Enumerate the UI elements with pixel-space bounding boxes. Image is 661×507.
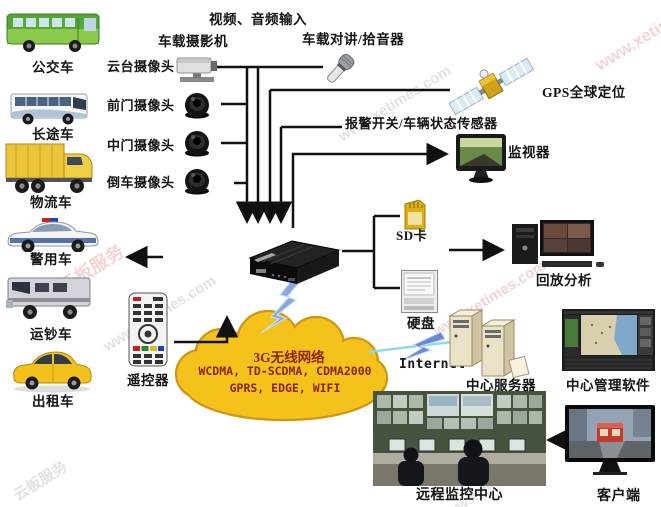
intercom-label: 车载对讲/拾音器 bbox=[302, 32, 405, 47]
control-room-photo bbox=[373, 391, 546, 491]
client-monitor-icon bbox=[565, 405, 657, 482]
truck-illustration bbox=[4, 138, 96, 201]
vehicle-camera-label: 车载摄影机 bbox=[158, 34, 228, 49]
vehicle-taxi-label: 出租车 bbox=[32, 394, 74, 409]
dome-camera-icon bbox=[182, 90, 212, 124]
sd-card-icon bbox=[403, 199, 427, 235]
vehicle-coach-label: 长途车 bbox=[32, 127, 74, 142]
ptz-camera-icon bbox=[176, 53, 218, 89]
playback-label: 回放分析 bbox=[536, 273, 592, 288]
mobile-dvr-icon bbox=[242, 234, 344, 295]
bus-illustration bbox=[5, 8, 101, 60]
remote-control-label: 遥控器 bbox=[127, 373, 169, 388]
vehicle-truck-label: 物流车 bbox=[30, 195, 72, 210]
playback-computer-icon bbox=[512, 218, 606, 277]
vehicle-cash-van-label: 运钞车 bbox=[30, 327, 72, 342]
wireless-bolt-icon bbox=[260, 271, 304, 334]
taxi-illustration bbox=[8, 340, 96, 398]
gps-satellite-icon bbox=[446, 54, 536, 123]
internet-link-line bbox=[367, 339, 461, 354]
dome-camera-icon bbox=[182, 128, 212, 162]
monitor-icon bbox=[456, 134, 508, 189]
coach-illustration bbox=[10, 86, 90, 131]
police-car-illustration bbox=[4, 212, 102, 257]
alarm-sensor-label: 报警开关/车辆状态传感器 bbox=[345, 116, 498, 131]
sd-card-label: SD卡 bbox=[396, 228, 428, 243]
intercom-mic-icon bbox=[322, 50, 358, 93]
management-software-screenshot bbox=[562, 309, 655, 378]
hard-disk-icon bbox=[401, 270, 438, 319]
vehicle-bus-label: 公交车 bbox=[32, 60, 74, 75]
management-software-label: 中心管理软件 bbox=[566, 378, 650, 393]
vehicle-police-label: 警用车 bbox=[30, 252, 72, 267]
internet-label: Internet bbox=[399, 357, 466, 372]
camera-mid-door-label: 中门摄像头 bbox=[107, 138, 175, 153]
central-server-icon bbox=[448, 306, 532, 385]
video-audio-input-label: 视频、音频输入 bbox=[209, 12, 307, 27]
cloud-title: 3G无线网络 bbox=[253, 350, 325, 365]
monitor-label: 监视器 bbox=[508, 145, 550, 160]
central-server-label: 中心服务器 bbox=[466, 378, 536, 393]
internet-bolt-icon bbox=[400, 331, 446, 362]
remote-control-icon bbox=[128, 292, 170, 373]
dome-camera-icon bbox=[182, 166, 212, 200]
cash-van-illustration bbox=[4, 270, 102, 327]
control-center-label: 远程监控中心 bbox=[416, 488, 503, 503]
cloud-3g-shape bbox=[174, 309, 389, 422]
camera-rear-label: 倒车摄像头 bbox=[107, 175, 175, 190]
camera-ptz-label: 云台摄像头 bbox=[107, 59, 175, 74]
hard-disk-label: 硬盘 bbox=[407, 316, 435, 331]
client-label: 客户端 bbox=[597, 489, 641, 504]
cloud-networks-line1: WCDMA, TD-SCDMA, CDMA2000 bbox=[198, 364, 372, 378]
cloud-networks-line2: GPRS, EDGE, WIFI bbox=[229, 381, 341, 395]
camera-front-door-label: 前门摄像头 bbox=[107, 98, 175, 113]
gps-label: GPS全球定位 bbox=[542, 85, 626, 100]
